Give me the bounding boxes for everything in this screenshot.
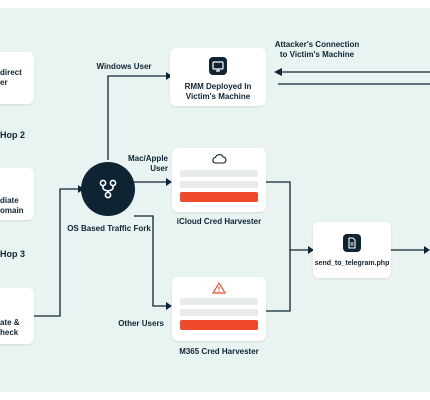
m365-username-field-placeholder [180, 298, 258, 305]
m365-sign-in-button-placeholder [180, 320, 258, 330]
arrowhead-icloud [166, 178, 172, 186]
connector-icloud-to-telegram [266, 181, 308, 251]
rmm-label-line1: RMM Deployed In [184, 82, 252, 91]
edge-label-mac-user-line2: User [150, 164, 168, 173]
edge-label-mac-user-line1: Mac/Apple [127, 154, 168, 163]
left-box-redirect-line2: er [0, 78, 8, 87]
rmm-node: RMM Deployed In Victim's Machine [170, 48, 266, 106]
arrowhead-attacker [274, 68, 282, 76]
m365-label: M365 Cred Harvester [179, 347, 259, 356]
document-icon [343, 234, 361, 252]
left-box-gate-line2: heck [0, 328, 19, 337]
hop-3-label: Hop 3 [0, 249, 26, 259]
username-field-placeholder [180, 170, 258, 177]
left-box-intermediate-domain: diate omain [0, 168, 34, 220]
arrowhead-rmm [166, 72, 172, 80]
send-to-telegram-node: send_to_telegram.php [313, 222, 391, 278]
arrowhead-telegram [308, 246, 314, 254]
left-box-redirect-line1: direct [0, 68, 22, 77]
fork-icon [99, 179, 117, 199]
monitor-icon [209, 57, 227, 75]
left-box-gate-line1: ate & [0, 318, 20, 327]
edge-label-other-users: Other Users [118, 319, 164, 328]
m365-password-field-placeholder [180, 309, 258, 316]
telegram-label: send_to_telegram.php [314, 260, 390, 267]
attacker-connection-line2: to Victim's Machine [279, 50, 355, 59]
password-field-placeholder [180, 181, 258, 188]
attacker-connection-line1: Attacker's Connection [274, 40, 360, 49]
left-box-intermediate-line2: omain [0, 206, 24, 215]
connector-fork-to-rmm [107, 75, 166, 160]
sign-in-button-placeholder [180, 192, 258, 202]
arrowhead-m365 [166, 302, 172, 310]
connector-m365-to-telegram [266, 250, 291, 312]
left-box-intermediate-line1: diate [0, 196, 19, 205]
left-box-gate-check: ate & heck [0, 288, 34, 344]
m365-harvester-node [172, 277, 266, 341]
fork-label: OS Based Traffic Fork [67, 224, 151, 233]
icloud-label: iCloud Cred Harvester [176, 217, 262, 226]
warning-icon [212, 282, 226, 294]
cloud-icon [212, 154, 227, 164]
connector-fork-to-m365 [134, 215, 166, 307]
hop-2-label: Hop 2 [0, 130, 26, 140]
os-fork-node [81, 162, 135, 216]
connector-hop3-to-fork [34, 188, 78, 317]
left-box-redirect: direct er [0, 52, 34, 104]
arrowhead-out [424, 246, 430, 254]
rmm-label-line2: Victim's Machine [185, 92, 251, 101]
edge-label-windows-user: Windows User [96, 62, 152, 71]
icloud-harvester-node [172, 148, 266, 212]
